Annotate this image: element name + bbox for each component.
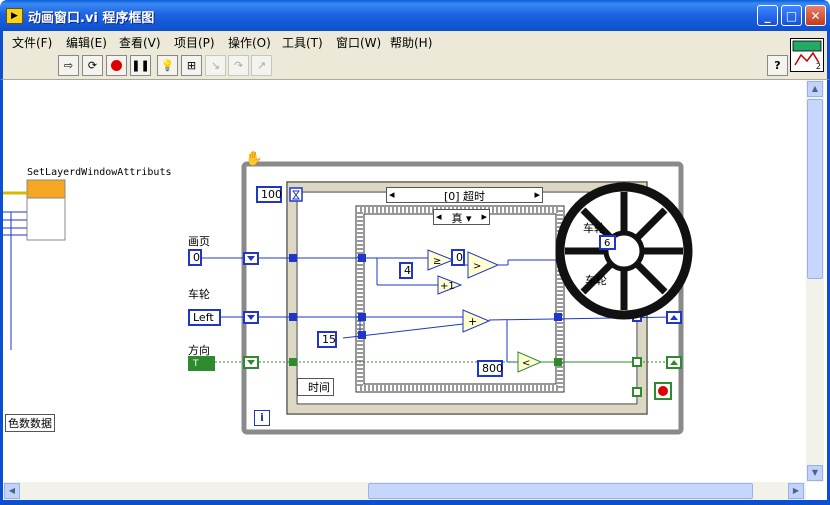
menu-bar: 文件(F) 编辑(E) 查看(V) 项目(P) 操作(O) 工具(T) 窗口(W… xyxy=(0,31,830,52)
menu-file[interactable]: 文件(F) xyxy=(12,36,53,50)
window-title: 动画窗口.vi 程序框图 xyxy=(28,11,155,26)
event-case-selector[interactable]: ◂[0] 超时▸ xyxy=(386,187,543,203)
wheel-overlay-label-2: 车轮 xyxy=(585,274,607,287)
run-arrow-icon[interactable]: ⇨ xyxy=(58,55,79,76)
context-help-button[interactable]: ? xyxy=(767,55,788,76)
minimize-button[interactable]: _ xyxy=(757,5,778,26)
const-0[interactable]: 0 xyxy=(451,249,465,266)
horizontal-scrollbar[interactable]: ◀ ▶ xyxy=(3,482,806,500)
boolean-case-selector[interactable]: ◂真 ▾▸ xyxy=(433,209,490,225)
svg-text:≥: ≥ xyxy=(433,256,441,267)
connector-count: 2 xyxy=(815,62,821,71)
block-diagram-canvas[interactable]: ≥ +1 > + < ✋ SetLayerdWindowAttributs 色数… xyxy=(3,80,806,482)
wheel-overlay-label-1: 车轮 xyxy=(583,222,605,235)
vi-icon: ▶ xyxy=(6,8,23,24)
overlay-indicator: 6 xyxy=(599,235,616,250)
window-frame-right xyxy=(827,80,830,505)
direction-control[interactable]: T xyxy=(188,356,215,371)
step-into-icon[interactable]: ↘ xyxy=(205,55,226,76)
vi-connector-icon[interactable]: 2 xyxy=(790,38,824,72)
step-out-icon[interactable]: ↗ xyxy=(251,55,272,76)
scroll-up-button[interactable]: ▲ xyxy=(807,81,823,97)
event-case-label: [0] 超时 xyxy=(443,190,486,203)
menu-edit[interactable]: 编辑(E) xyxy=(66,36,107,50)
menu-operate[interactable]: 操作(O) xyxy=(228,36,271,50)
scroll-down-button[interactable]: ▼ xyxy=(807,465,823,481)
retain-wire-values-icon[interactable]: ⊞ xyxy=(181,55,202,76)
highlight-execution-icon[interactable]: 💡 xyxy=(157,55,178,76)
window-frame-bottom xyxy=(0,500,830,505)
iteration-terminal: i xyxy=(254,410,270,426)
svg-text:+1: +1 xyxy=(440,281,455,292)
boolean-case-label: 真 xyxy=(451,212,463,225)
maximize-button[interactable]: □ xyxy=(781,5,802,26)
function-name-label: SetLayerdWindowAttributs xyxy=(27,167,172,178)
timeout-constant[interactable]: 100 xyxy=(256,186,282,203)
vertical-scrollbar[interactable]: ▲ ▼ xyxy=(806,80,824,482)
vertical-scroll-thumb[interactable] xyxy=(807,99,823,279)
title-bar: ▶ 动画窗口.vi 程序框图 _ □ ✕ xyxy=(0,0,830,31)
toolbar: ⇨ ⟳ ❚❚ 💡 ⊞ ↘ ↷ ↗ ? xyxy=(0,52,830,80)
const-800[interactable]: 800 xyxy=(477,360,503,377)
const-4[interactable]: 4 xyxy=(399,262,413,279)
svg-text:>: > xyxy=(473,261,481,272)
pause-icon[interactable]: ❚❚ xyxy=(130,55,151,76)
menu-view[interactable]: 查看(V) xyxy=(119,36,161,50)
step-over-icon[interactable]: ↷ xyxy=(228,55,249,76)
menu-project[interactable]: 项目(P) xyxy=(174,36,215,50)
page-control[interactable]: 0 xyxy=(188,249,202,266)
svg-text:+: + xyxy=(468,315,477,328)
window-frame-left xyxy=(0,80,3,505)
svg-text:✋: ✋ xyxy=(245,150,262,167)
scroll-left-button[interactable]: ◀ xyxy=(4,483,20,499)
wheel-control[interactable]: Left xyxy=(188,309,221,326)
menu-help[interactable]: 帮助(H) xyxy=(390,36,433,50)
wheel-label: 车轮 xyxy=(188,288,210,301)
time-terminal[interactable]: 时间 xyxy=(297,378,334,396)
close-button[interactable]: ✕ xyxy=(805,5,826,26)
scroll-right-button[interactable]: ▶ xyxy=(788,483,804,499)
color-data-label: 色数数据 xyxy=(5,414,55,432)
horizontal-scroll-thumb[interactable] xyxy=(368,483,753,499)
menu-window[interactable]: 窗口(W) xyxy=(336,36,382,50)
menu-tools[interactable]: 工具(T) xyxy=(282,36,323,50)
svg-text:<: < xyxy=(522,358,530,369)
abort-icon[interactable] xyxy=(106,55,127,76)
const-15[interactable]: 15 xyxy=(317,331,337,348)
direction-label: 方向 xyxy=(188,344,210,357)
page-label: 画页 xyxy=(188,235,210,248)
run-continuously-icon[interactable]: ⟳ xyxy=(82,55,103,76)
